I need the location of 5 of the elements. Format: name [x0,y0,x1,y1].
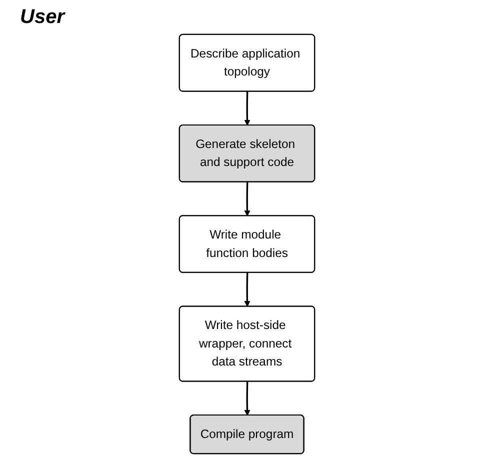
arrow [244,382,250,416]
lane-heading: User [20,6,64,29]
arrow [244,182,250,216]
arrow [244,92,250,126]
arrow [244,272,250,307]
